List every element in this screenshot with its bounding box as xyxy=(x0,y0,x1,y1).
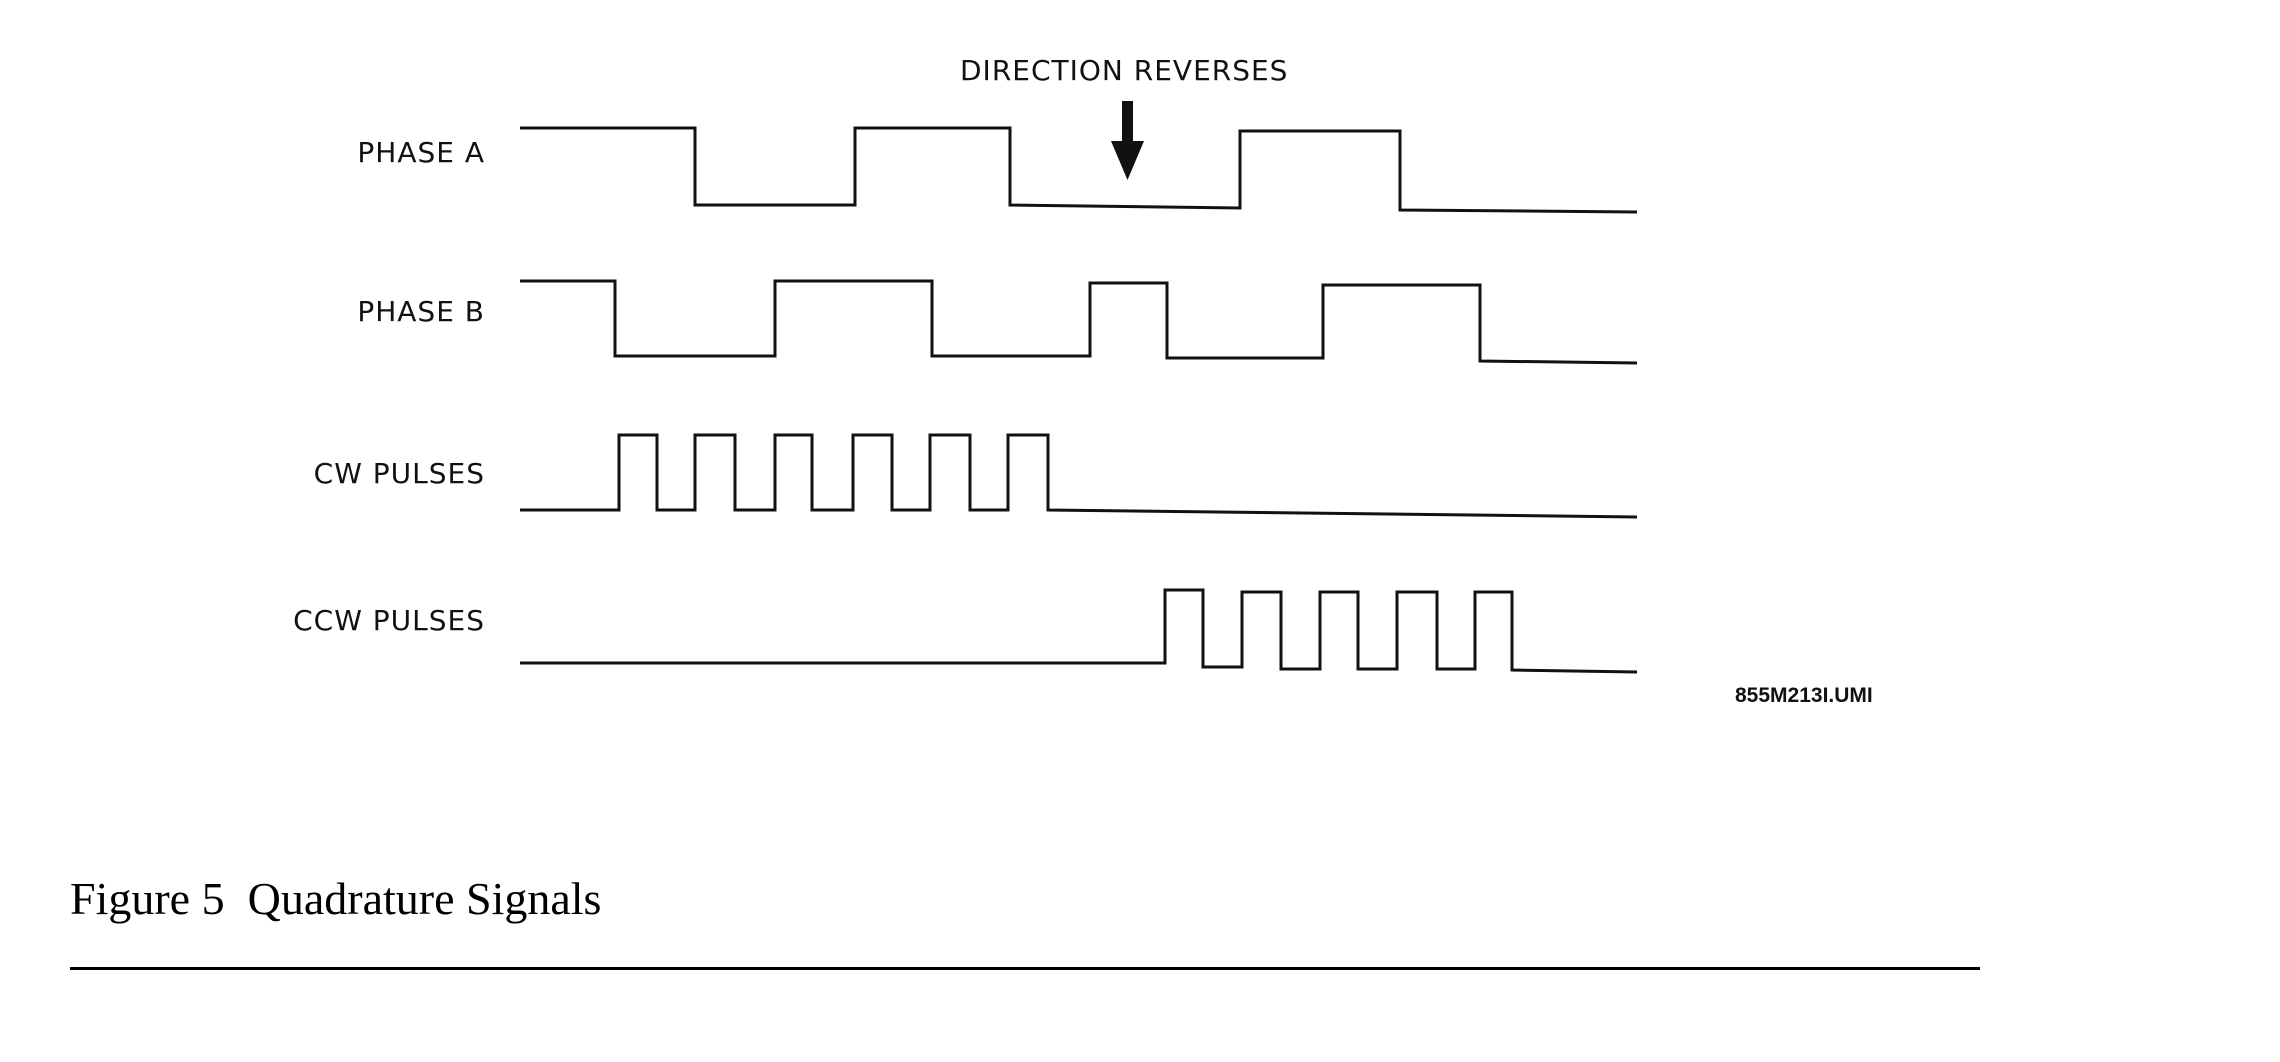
figure-id: 855M213I.UMI xyxy=(1735,684,1873,707)
cw-pulses-waveform xyxy=(520,433,1638,519)
phase-a-label: PHASE A xyxy=(357,136,485,169)
figure-number: Figure 5 xyxy=(70,873,225,924)
phase-b-label: PHASE B xyxy=(357,295,485,328)
arrow-down-icon xyxy=(1111,101,1144,180)
figure-title: Quadrature Signals xyxy=(247,873,602,924)
direction-reverses-label: DIRECTION REVERSES xyxy=(960,54,1289,87)
phase-a-waveform xyxy=(520,126,1638,214)
caption-rule xyxy=(70,967,1980,970)
ccw-pulses-label: CCW PULSES xyxy=(293,604,485,637)
phase-b-waveform xyxy=(520,279,1638,365)
ccw-pulses-waveform xyxy=(520,588,1638,674)
figure-caption: Figure 5 Quadrature Signals xyxy=(70,872,601,925)
cw-pulses-label: CW PULSES xyxy=(313,457,485,490)
